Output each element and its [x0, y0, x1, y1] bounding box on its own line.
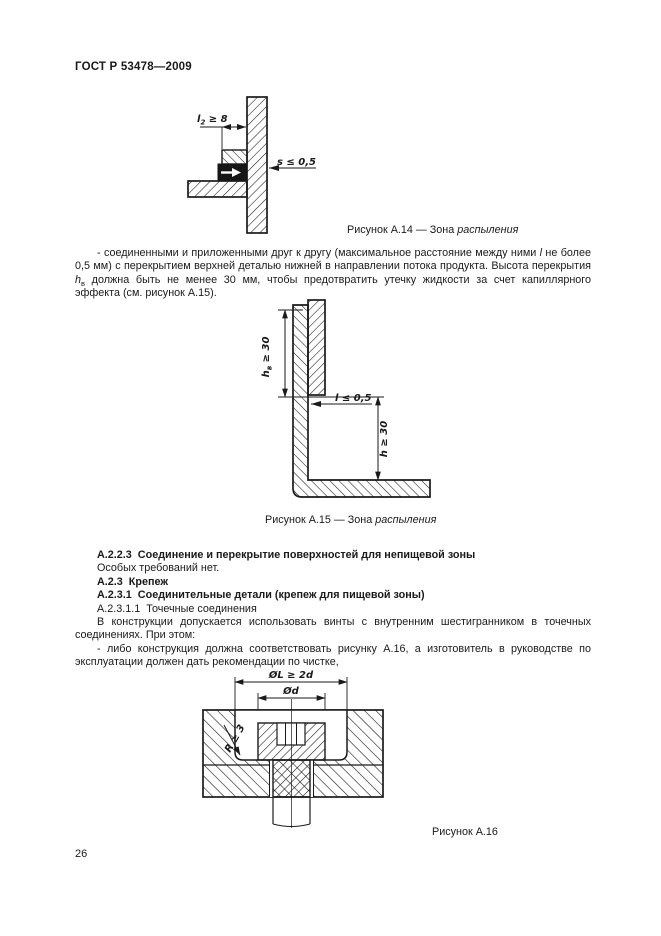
a14-vertical-plate [246, 96, 268, 234]
a14-dim-s-label: s ≤ 0,5 [277, 157, 316, 168]
figure-a14-caption-italic: распыления [457, 224, 519, 236]
a16-clearance-left [269, 760, 273, 797]
paragraph-a231-1: В конструкции допускается использовать в… [75, 616, 591, 642]
a14-dim-l2-arrow-left [222, 124, 231, 130]
figure-a14-drawing: l2 ≥ 8 s ≤ 0,5 [187, 96, 316, 234]
paragraph-a14-var-h: h [75, 273, 82, 286]
figure-a16-drawing: ØL ≥ 2d Ød R ≥ 3 [202, 669, 384, 828]
paragraph-a223: Особых требований нет. [97, 562, 220, 575]
figure-a14-caption: Рисунок А.14 — Зона распыления [347, 224, 518, 236]
a16-radius-leader [223, 724, 241, 756]
figure-a15-drawing: hв ≥ 30 l ≤ 0,5 h ≥ 30 [261, 299, 431, 498]
a15-upper-plate [307, 299, 326, 396]
paragraph-a231-2: - либо конструкция должна соответствоват… [75, 642, 591, 669]
heading-a223: А.2.2.3 Соединение и перекрытие поверхно… [97, 549, 476, 561]
a14-horizontal-plate [187, 180, 248, 198]
document-header: ГОСТ Р 53478—2009 [75, 61, 192, 73]
sections-block: А.2.2.3 Соединение и перекрытие поверхно… [75, 549, 591, 670]
heading-a2311: А.2.3.1.1 Точечные соединения [97, 602, 257, 615]
a15-dim-h-label: h ≥ 30 [379, 421, 390, 457]
a16-clearance-right [310, 760, 314, 797]
a16-dimd-label: Ød [282, 685, 300, 697]
paragraph-a14-part2: не более 0,5 мм) с перекрытием верхней д… [75, 247, 591, 273]
a14-seal-arrow-head [232, 168, 241, 177]
heading-a231: А.2.3.1 Соединительные детали (крепеж дл… [97, 589, 425, 602]
a14-dim-l2-arrow-right [237, 124, 246, 130]
a14-dim-s-arrow [269, 165, 279, 171]
paragraph-a14-var-h-sub: в [81, 278, 85, 288]
a16-hex-socket [276, 722, 306, 746]
a14-flange-block [221, 149, 248, 165]
a16-dimL-label: ØL ≥ 2d [268, 669, 314, 681]
figure-a15-caption: Рисунок А.15 — Зона распыления [265, 514, 436, 526]
a15-dim-l-arrow [311, 401, 321, 407]
paragraph-a14-part1: - соединенными и приложенными друг к дру… [97, 247, 540, 259]
heading-a23: А.2.3 Крепеж [97, 575, 169, 588]
paragraph-a14-part3: должна быть не менее 30 мм, чтобы предот… [75, 273, 591, 300]
paragraph-a14-var-l: l [539, 247, 543, 259]
a15-lower-plate-L [292, 304, 431, 498]
a15-dim-l-label: l ≤ 0,5 [335, 393, 372, 404]
figure-a16-caption: Рисунок А.16 [432, 826, 498, 838]
a15-dim-hv-label: hв ≥ 30 [261, 337, 274, 378]
figure-a15-caption-italic: распыления [375, 514, 437, 526]
a14-dim-l2-label: l2 ≥ 8 [197, 114, 228, 127]
figure-a14-caption-text: Рисунок А.14 — Зона [347, 224, 458, 236]
paragraph-a14: - соединенными и приложенными друг к дру… [75, 247, 591, 301]
page-number: 26 [75, 848, 88, 860]
figure-a15-caption-text: Рисунок А.15 — Зона [265, 514, 376, 526]
